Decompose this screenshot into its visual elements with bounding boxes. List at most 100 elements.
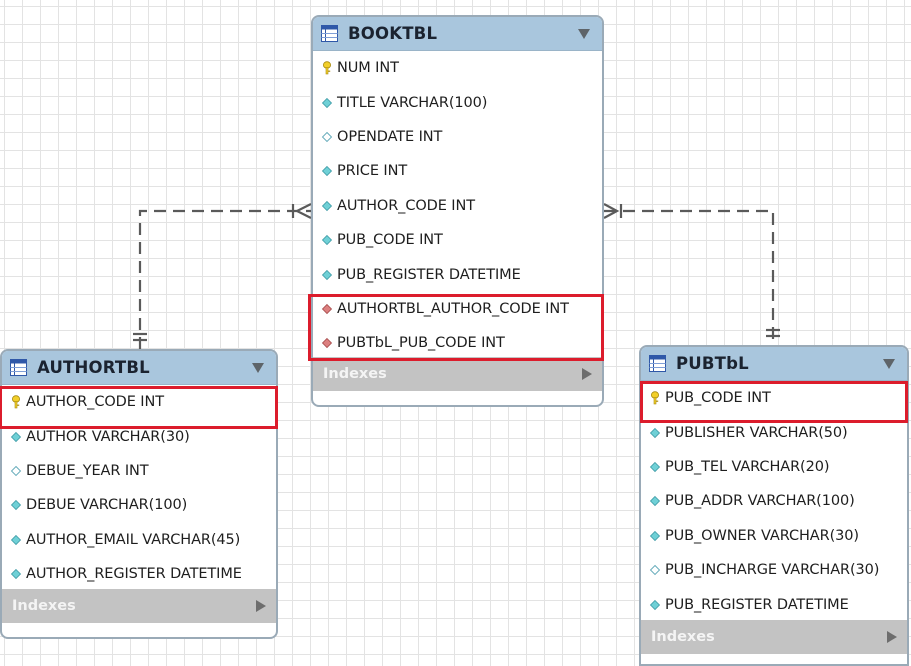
column-icon bbox=[10, 431, 22, 442]
column-label: AUTHOR_REGISTER DATETIME bbox=[26, 566, 242, 583]
table-authortbl[interactable]: AUTHORTBL AUTHOR_CODE INT AUTHOR VARCHAR(… bbox=[0, 349, 278, 639]
expand-arrow-icon[interactable] bbox=[256, 600, 266, 612]
table-pubtbl[interactable]: PUBTbL PUB_CODE INT PUBLISHER VARCHAR(50)… bbox=[639, 345, 909, 666]
crow-foot-booktbl-left bbox=[294, 203, 312, 219]
column-row[interactable]: AUTHORTBL_AUTHOR_CODE INT bbox=[313, 292, 602, 326]
relationship-authortbl-booktbl bbox=[133, 203, 312, 349]
column-icon bbox=[10, 500, 22, 511]
column-icon bbox=[649, 461, 661, 473]
column-label: DEBUE VARCHAR(100) bbox=[26, 497, 188, 514]
column-label: AUTHOR_CODE INT bbox=[26, 394, 164, 411]
column-row[interactable]: PUB_CODE INT bbox=[641, 381, 907, 415]
connector-line-pubtbl-booktbl bbox=[604, 209, 775, 345]
column-label: OPENDATE INT bbox=[337, 128, 443, 145]
column-row[interactable]: PUB_REGISTER DATETIME bbox=[641, 587, 907, 621]
column-label: PUB_REGISTER DATETIME bbox=[337, 266, 521, 283]
table-title: PUBTbL bbox=[676, 354, 749, 373]
column-label: AUTHOR_EMAIL VARCHAR(45) bbox=[26, 531, 241, 548]
column-label: PUB_OWNER VARCHAR(30) bbox=[665, 527, 859, 544]
indexes-section[interactable]: Indexes bbox=[2, 589, 276, 623]
foreign-key-icon bbox=[321, 303, 333, 314]
nullable-column-icon bbox=[321, 131, 333, 143]
column-label: PUB_CODE INT bbox=[337, 232, 443, 249]
foreign-key-icon bbox=[321, 338, 333, 349]
column-label: PUB_ADDR VARCHAR(100) bbox=[665, 493, 855, 510]
expand-arrow-icon[interactable] bbox=[582, 368, 592, 380]
column-row[interactable]: DEBUE VARCHAR(100) bbox=[2, 488, 276, 522]
column-icon bbox=[649, 427, 661, 438]
column-label: PUB_TEL VARCHAR(20) bbox=[665, 458, 830, 475]
expand-arrow-icon[interactable] bbox=[887, 631, 897, 643]
relationship-pubtbl-booktbl bbox=[603, 203, 780, 345]
column-row[interactable]: PUB_INCHARGE VARCHAR(30) bbox=[641, 553, 907, 587]
column-row[interactable]: AUTHOR_EMAIL VARCHAR(45) bbox=[2, 523, 276, 557]
column-row[interactable]: PUB_ADDR VARCHAR(100) bbox=[641, 484, 907, 518]
column-row[interactable]: AUTHOR_REGISTER DATETIME bbox=[2, 557, 276, 591]
indexes-section[interactable]: Indexes bbox=[641, 620, 907, 654]
table-title: BOOKTBL bbox=[348, 24, 438, 43]
column-icon bbox=[10, 534, 22, 545]
column-label: DEBUE_YEAR INT bbox=[26, 462, 149, 479]
indexes-label: Indexes bbox=[12, 598, 76, 614]
table-title: AUTHORTBL bbox=[37, 358, 150, 377]
table-booktbl[interactable]: BOOKTBL NUM INT TITLE VARCHAR(100) OPENDAT… bbox=[311, 15, 604, 407]
primary-key-icon bbox=[651, 391, 659, 405]
column-list: AUTHOR_CODE INT AUTHOR VARCHAR(30) DEBUE_Y… bbox=[2, 385, 276, 591]
column-icon bbox=[321, 235, 333, 246]
column-icon bbox=[321, 200, 333, 211]
column-row[interactable]: PUB_TEL VARCHAR(20) bbox=[641, 450, 907, 484]
table-icon bbox=[649, 355, 666, 372]
indexes-section[interactable]: Indexes bbox=[313, 357, 602, 391]
primary-key-icon bbox=[12, 395, 20, 409]
column-row[interactable]: AUTHOR VARCHAR(30) bbox=[2, 419, 276, 453]
column-row[interactable]: PUBLISHER VARCHAR(50) bbox=[641, 415, 907, 449]
column-label: AUTHOR_CODE INT bbox=[337, 197, 475, 214]
connector-line-authortbl-booktbl bbox=[138, 209, 311, 349]
column-list: NUM INT TITLE VARCHAR(100) OPENDATE INT PRI… bbox=[313, 51, 602, 361]
column-label: NUM INT bbox=[337, 60, 399, 77]
column-row[interactable]: OPENDATE INT bbox=[313, 120, 602, 154]
column-row[interactable]: AUTHOR_CODE INT bbox=[2, 385, 276, 419]
indexes-label: Indexes bbox=[323, 366, 387, 382]
column-row[interactable]: PUB_CODE INT bbox=[313, 223, 602, 257]
column-icon bbox=[321, 97, 333, 108]
column-row[interactable]: PRICE INT bbox=[313, 154, 602, 188]
column-label: PUB_REGISTER DATETIME bbox=[665, 596, 849, 613]
column-label: AUTHOR VARCHAR(30) bbox=[26, 428, 190, 445]
indexes-label: Indexes bbox=[651, 629, 715, 645]
collapse-arrow-icon[interactable] bbox=[883, 358, 895, 369]
column-label: PRICE INT bbox=[337, 163, 408, 180]
column-list: PUB_CODE INT PUBLISHER VARCHAR(50) PUB_TEL… bbox=[641, 381, 907, 622]
table-header[interactable]: AUTHORTBL bbox=[2, 351, 276, 385]
column-row[interactable]: PUB_OWNER VARCHAR(30) bbox=[641, 519, 907, 553]
column-icon bbox=[649, 496, 661, 507]
table-icon bbox=[10, 359, 27, 376]
collapse-arrow-icon[interactable] bbox=[578, 28, 590, 39]
table-header[interactable]: PUBTbL bbox=[641, 347, 907, 381]
column-row[interactable]: PUBTbL_PUB_CODE INT bbox=[313, 326, 602, 360]
column-icon bbox=[649, 599, 661, 610]
column-row[interactable]: DEBUE_YEAR INT bbox=[2, 454, 276, 488]
table-header[interactable]: BOOKTBL bbox=[313, 17, 602, 51]
table-icon bbox=[321, 25, 338, 42]
column-label: TITLE VARCHAR(100) bbox=[337, 94, 488, 111]
nullable-column-icon bbox=[10, 465, 22, 477]
column-label: PUBTbL_PUB_CODE INT bbox=[337, 335, 505, 352]
crow-foot-booktbl-right bbox=[603, 203, 620, 219]
collapse-arrow-icon[interactable] bbox=[252, 362, 264, 373]
column-icon bbox=[649, 530, 661, 541]
column-row[interactable]: AUTHOR_CODE INT bbox=[313, 189, 602, 223]
column-label: PUB_INCHARGE VARCHAR(30) bbox=[665, 562, 880, 579]
column-icon bbox=[321, 166, 333, 177]
column-row[interactable]: NUM INT bbox=[313, 51, 602, 85]
column-label: PUBLISHER VARCHAR(50) bbox=[665, 424, 848, 441]
column-row[interactable]: PUB_REGISTER DATETIME bbox=[313, 257, 602, 291]
primary-key-icon bbox=[323, 61, 331, 75]
nullable-column-icon bbox=[649, 565, 661, 576]
column-label: AUTHORTBL_AUTHOR_CODE INT bbox=[337, 300, 569, 317]
column-icon bbox=[10, 569, 22, 580]
column-icon bbox=[321, 269, 333, 280]
column-label: PUB_CODE INT bbox=[665, 390, 771, 407]
column-row[interactable]: TITLE VARCHAR(100) bbox=[313, 85, 602, 119]
